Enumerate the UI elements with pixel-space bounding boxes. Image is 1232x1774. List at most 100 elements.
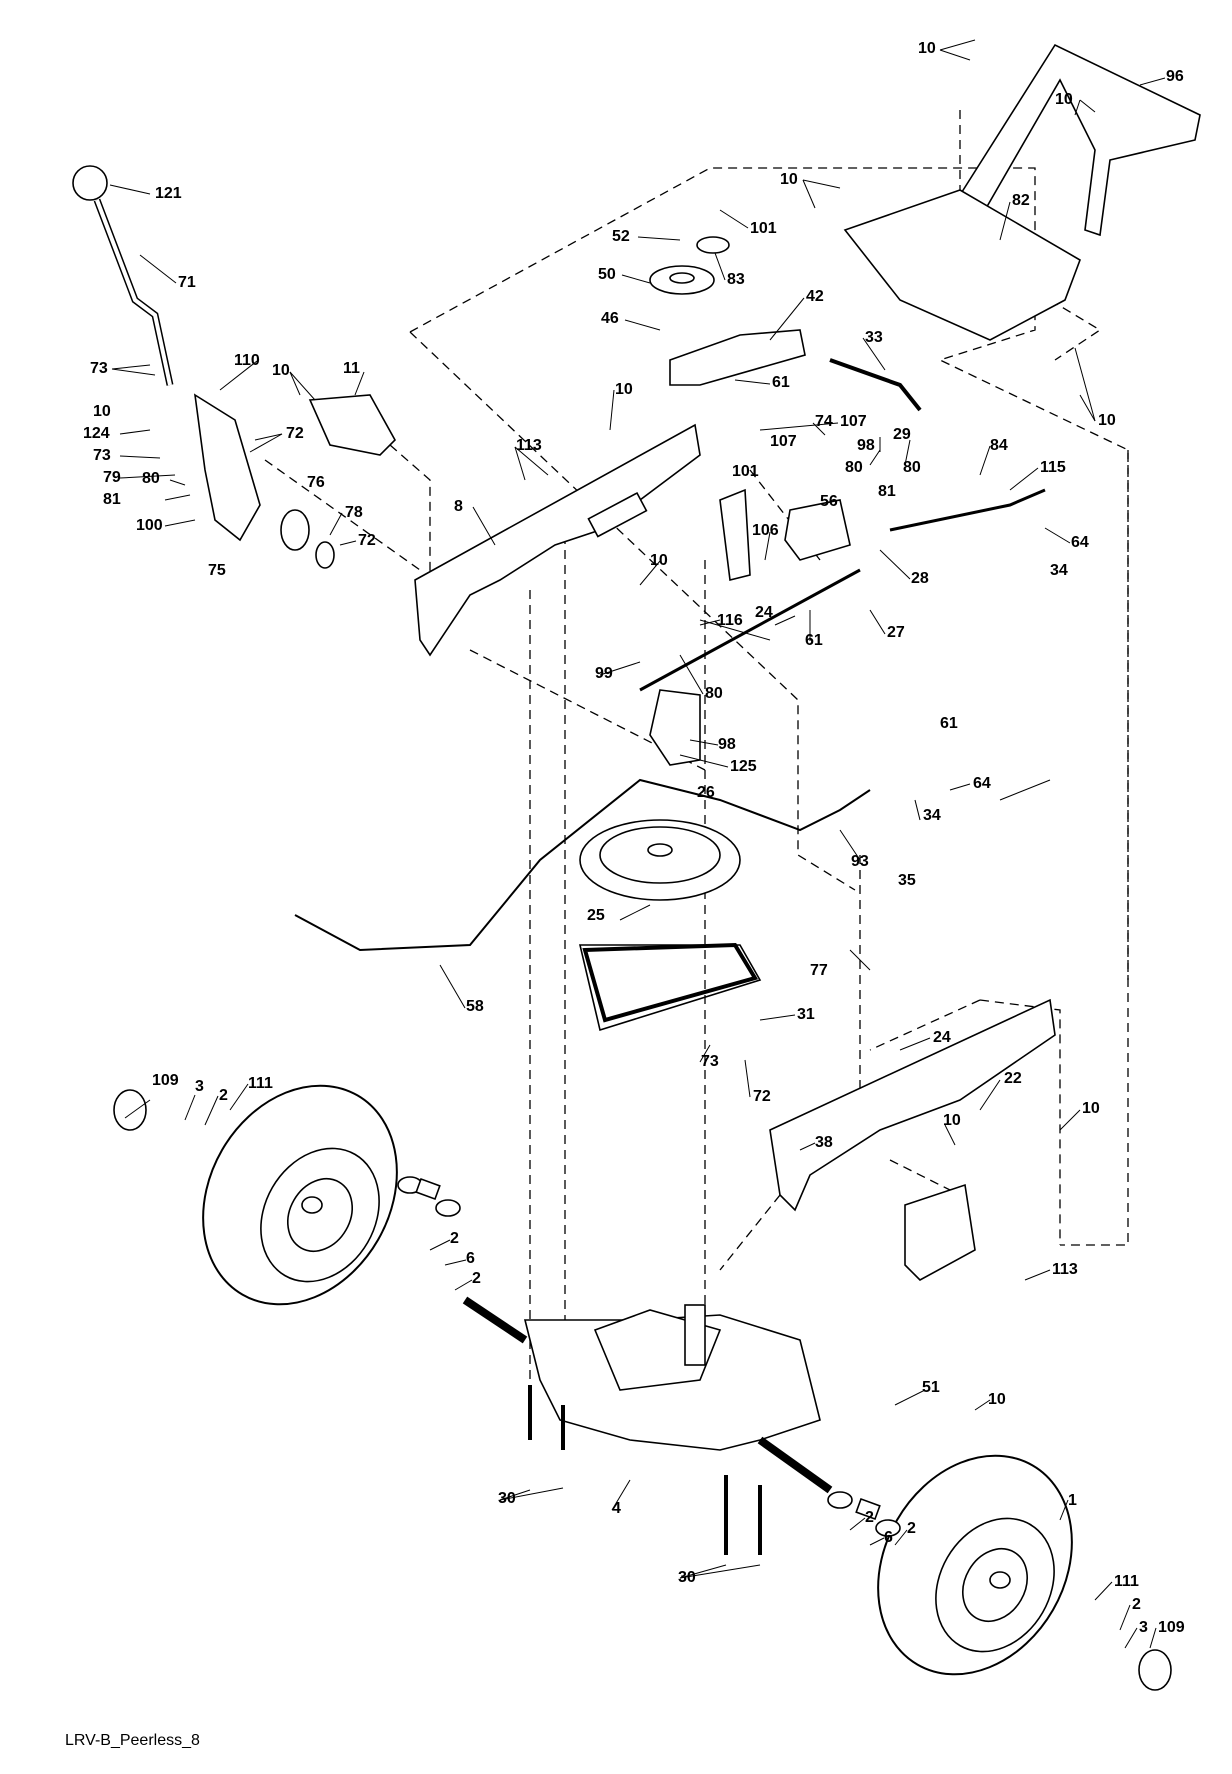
callout: 8 xyxy=(454,498,463,515)
callout: 50 xyxy=(598,266,616,283)
callout: 4 xyxy=(612,1500,621,1517)
leader-line xyxy=(514,446,526,481)
leader-line xyxy=(119,455,161,459)
callout: 2 xyxy=(907,1520,916,1537)
callout: 78 xyxy=(345,504,363,521)
leader-line xyxy=(944,1124,956,1146)
callout: 121 xyxy=(155,185,182,202)
callout: 38 xyxy=(815,1134,833,1151)
leader-line xyxy=(689,739,719,746)
leader-line xyxy=(289,371,316,401)
leader-line xyxy=(774,615,796,626)
callout: 31 xyxy=(797,1006,815,1023)
leader-line xyxy=(1074,347,1096,422)
leader-line xyxy=(124,1099,151,1119)
callout: 28 xyxy=(911,570,929,587)
callout: 10 xyxy=(1082,1100,1100,1117)
leader-line xyxy=(879,549,911,580)
leader-line xyxy=(939,39,976,51)
leader-line xyxy=(914,799,921,821)
callout: 30 xyxy=(498,1490,516,1507)
leader-line xyxy=(249,433,283,453)
callout: 80 xyxy=(903,459,921,476)
callout: 113 xyxy=(1052,1261,1078,1278)
callout: 26 xyxy=(697,784,715,801)
transaxle xyxy=(462,1296,833,1555)
springs-rods xyxy=(639,488,1046,766)
callout: 2 xyxy=(450,1230,459,1247)
diagram-code: LRV-B_Peerless_8 xyxy=(65,1732,200,1749)
leader-line xyxy=(329,512,343,536)
callout: 11 xyxy=(343,360,360,377)
leader-line xyxy=(514,446,549,476)
callout: 10 xyxy=(93,403,111,420)
leader-line xyxy=(1124,1627,1138,1649)
leader-line xyxy=(894,1389,926,1406)
leader-line xyxy=(599,661,641,676)
callout: 82 xyxy=(1012,192,1030,209)
leader-line xyxy=(619,904,651,921)
leader-line xyxy=(679,654,704,695)
callout: 72 xyxy=(753,1088,771,1105)
callout: 25 xyxy=(587,907,605,924)
leader-line xyxy=(802,179,816,209)
leader-line xyxy=(744,1059,751,1098)
leader-line xyxy=(639,560,661,586)
callout: 106 xyxy=(752,522,779,539)
callout: 74 xyxy=(815,413,833,430)
leader-line xyxy=(439,964,466,1009)
leader-line xyxy=(802,179,841,189)
callout: 80 xyxy=(705,685,723,702)
leader-line xyxy=(679,754,729,768)
leader-line xyxy=(1079,394,1096,422)
leader-line xyxy=(1044,527,1071,544)
leader-line xyxy=(979,1079,1001,1111)
callout: 75 xyxy=(208,562,226,579)
leader-line xyxy=(454,1279,473,1291)
bracket-11 xyxy=(308,394,396,456)
leader-lines xyxy=(109,39,1166,1649)
callout: 2 xyxy=(219,1087,228,1104)
leader-line xyxy=(764,531,771,561)
leader-line xyxy=(949,783,971,791)
idler-assembly xyxy=(649,236,922,581)
callout: 2 xyxy=(1132,1596,1141,1613)
control-cable xyxy=(294,778,871,952)
callout: 116 xyxy=(717,612,743,629)
leader-line xyxy=(979,445,991,476)
callout-labels: 10 96 10 121 10 82 101 52 83 50 71 46 42… xyxy=(83,40,1185,1636)
callout: 10 xyxy=(943,1112,961,1129)
frame-channel-right xyxy=(769,998,1056,1281)
wheel-right xyxy=(827,1454,1172,1691)
callout: 10 xyxy=(918,40,936,57)
callout: 109 xyxy=(152,1072,179,1089)
leader-line xyxy=(472,506,496,546)
leader-line xyxy=(999,779,1051,801)
callout: 64 xyxy=(973,775,991,792)
leader-line xyxy=(164,494,191,501)
callout: 51 xyxy=(922,1379,940,1396)
callout: 101 xyxy=(732,463,759,480)
callout: 35 xyxy=(898,872,916,889)
leader-line xyxy=(799,1142,816,1151)
callout: 98 xyxy=(718,736,736,753)
leader-line xyxy=(939,49,971,61)
seat-bracket xyxy=(843,43,1201,341)
callout: 61 xyxy=(940,715,958,732)
leader-line xyxy=(499,1487,564,1501)
callout: 10 xyxy=(780,171,798,188)
callout: 56 xyxy=(820,493,838,510)
callout: 24 xyxy=(933,1029,951,1046)
callout: 96 xyxy=(1166,68,1184,85)
leader-line xyxy=(1009,467,1039,491)
callout: 80 xyxy=(845,459,863,476)
leader-line xyxy=(1149,1627,1157,1649)
callout: 58 xyxy=(466,998,484,1015)
leader-line xyxy=(699,619,721,626)
callout: 33 xyxy=(865,329,883,346)
callout: 99 xyxy=(595,665,613,682)
callout: 2 xyxy=(472,1270,481,1287)
frame-channel xyxy=(414,423,701,657)
